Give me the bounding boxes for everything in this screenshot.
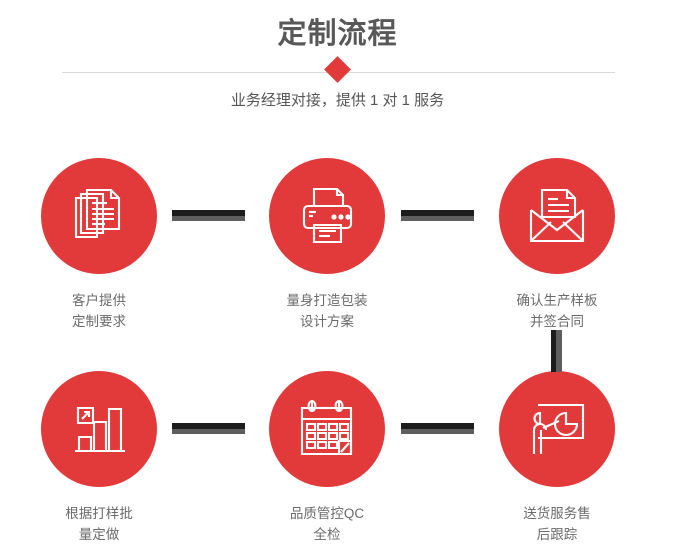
page-header: 定制流程 业务经理对接，提供 1 对 1 服务 [0, 0, 675, 130]
presenter-chart-icon [532, 403, 585, 454]
page-subtitle: 业务经理对接，提供 1 对 1 服务 [230, 92, 445, 109]
connector-step1-step2 [172, 210, 245, 221]
page-title: 定制流程 [277, 18, 398, 50]
step-6-label: 送货服务售 后跟踪 [523, 506, 591, 542]
step-2-icon-circle [269, 158, 385, 274]
process-flow-diagram: 客户提供 定制要求 [0, 150, 675, 550]
connector-bar-dark [401, 210, 474, 216]
process-step-6[interactable]: 送货服务售 后跟踪 [472, 371, 642, 545]
connector-step5-step6 [401, 423, 474, 434]
step-4-icon-circle [41, 371, 157, 487]
diamond-icon [324, 56, 351, 83]
step-5-label: 品质管控QC 全检 [289, 506, 365, 542]
step-2-label: 量身打造包装 设计方案 [286, 293, 368, 329]
connector-bar-dark [551, 330, 556, 372]
step-1-label: 客户提供 定制要求 [72, 293, 126, 329]
connector-bar-light [556, 330, 562, 372]
envelope-letter-icon [529, 188, 585, 243]
step-3-icon-circle [499, 158, 615, 274]
connector-step4-step5 [172, 423, 245, 434]
process-step-1[interactable]: 客户提供 定制要求 [14, 158, 184, 332]
connector-step2-step3 [401, 210, 474, 221]
process-step-5[interactable]: 品质管控QC 全检 [242, 371, 412, 545]
step-4-label: 根据打样批 量定做 [65, 506, 133, 542]
connector-bar-light [401, 429, 474, 434]
process-step-4[interactable]: 根据打样批 量定做 [14, 371, 184, 545]
process-step-2[interactable]: 量身打造包装 设计方案 [242, 158, 412, 332]
documents-stack-icon [74, 188, 121, 239]
step-1-icon-circle [41, 158, 157, 274]
connector-bar-dark [172, 210, 245, 216]
step-3-label: 确认生产样板 并签合同 [516, 293, 598, 329]
connector-bar-light [401, 216, 474, 221]
process-step-3[interactable]: 确认生产样板 并签合同 [472, 158, 642, 332]
step-6-icon-circle [499, 371, 615, 487]
connector-step3-step6 [551, 330, 562, 372]
connector-bar-dark [401, 423, 474, 429]
connector-bar-dark [172, 423, 245, 429]
bar-chart-growth-icon [75, 406, 125, 453]
connector-bar-light [172, 429, 245, 434]
printer-icon [302, 187, 353, 244]
connector-bar-light [172, 216, 245, 221]
calendar-icon [300, 399, 353, 456]
step-5-icon-circle [269, 371, 385, 487]
